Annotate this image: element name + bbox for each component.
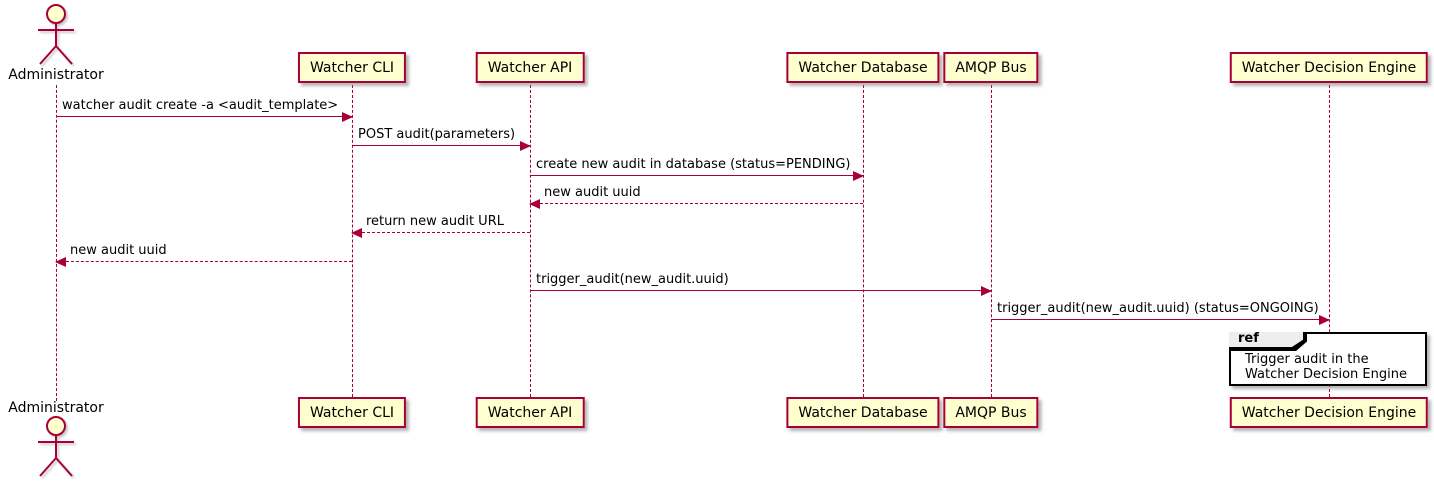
participant-watcher-cli-bottom: Watcher CLI <box>297 397 407 428</box>
message-return-audit-url: return new audit URL <box>351 214 530 238</box>
message-line <box>352 232 530 233</box>
arrowhead-left-icon <box>529 199 540 209</box>
message-label: watcher audit create -a <audit_template> <box>62 98 339 113</box>
message-label: POST audit(parameters) <box>358 127 516 142</box>
ref-tab: ref <box>1229 332 1307 351</box>
actor-icon <box>38 416 74 477</box>
message-line <box>991 319 1329 320</box>
actor-icon <box>38 4 74 65</box>
arrowhead-right-icon <box>853 171 864 181</box>
message-line <box>352 145 530 146</box>
message-label: new audit uuid <box>544 185 641 200</box>
message-new-audit-uuid-admin: new audit uuid <box>55 243 352 267</box>
message-new-audit-uuid-db: new audit uuid <box>529 185 863 209</box>
message-label: trigger_audit(new_audit.uuid) <box>536 272 729 287</box>
lifeline-watcher-cli <box>352 85 353 397</box>
arrowhead-right-icon <box>981 286 992 296</box>
participant-watcher-decision-engine-bottom: Watcher Decision Engine <box>1229 397 1429 428</box>
message-label: return new audit URL <box>366 214 504 229</box>
message-trigger-audit: trigger_audit(new_audit.uuid) <box>530 272 992 296</box>
participant-watcher-database-bottom: Watcher Database <box>786 397 940 428</box>
lifeline-watcher-api <box>530 85 531 397</box>
arrowhead-right-icon <box>342 112 353 122</box>
arrowhead-left-icon <box>55 257 66 267</box>
message-line <box>530 175 863 176</box>
lifeline-watcher-database <box>863 85 864 397</box>
ref-body: Trigger audit in the Watcher Decision En… <box>1245 352 1407 382</box>
message-line <box>530 290 991 291</box>
participant-watcher-decision-engine-top: Watcher Decision Engine <box>1229 52 1429 83</box>
ref-keyword: ref <box>1229 332 1303 347</box>
participant-watcher-api-top: Watcher API <box>475 52 585 83</box>
ref-text-line2: Watcher Decision Engine <box>1245 367 1407 382</box>
message-label: create new audit in database (status=PEN… <box>536 157 851 172</box>
actor-figure-top <box>26 3 86 70</box>
actor-label-bottom: Administrator <box>8 400 104 416</box>
participant-watcher-api-bottom: Watcher API <box>475 397 585 428</box>
actor-figure-bottom <box>26 415 86 482</box>
arrowhead-right-icon <box>520 141 531 151</box>
ref-text-line1: Trigger audit in the <box>1245 352 1369 367</box>
participant-amqp-bus-top: AMQP Bus <box>943 52 1039 83</box>
message-line <box>56 116 352 117</box>
arrowhead-right-icon <box>1319 315 1330 325</box>
ref-fragment: ref Trigger audit in the Watcher Decisio… <box>1229 332 1427 386</box>
message-audit-create: watcher audit create -a <audit_template> <box>56 98 353 122</box>
actor-label-top: Administrator <box>8 67 104 83</box>
lifeline-administrator <box>56 85 57 401</box>
participant-amqp-bus-bottom: AMQP Bus <box>943 397 1039 428</box>
lifeline-watcher-decision-engine <box>1329 85 1330 397</box>
message-label: new audit uuid <box>70 243 167 258</box>
arrowhead-left-icon <box>351 228 362 238</box>
message-label: trigger_audit(new_audit.uuid) (status=ON… <box>997 301 1319 316</box>
message-trigger-audit-ongoing: trigger_audit(new_audit.uuid) (status=ON… <box>991 301 1330 325</box>
message-post-audit: POST audit(parameters) <box>352 127 531 151</box>
participant-watcher-database-top: Watcher Database <box>786 52 940 83</box>
message-line <box>530 203 863 204</box>
message-line <box>56 261 352 262</box>
message-create-audit-db: create new audit in database (status=PEN… <box>530 157 864 181</box>
participant-watcher-cli-top: Watcher CLI <box>297 52 407 83</box>
lifeline-amqp-bus <box>991 85 992 397</box>
